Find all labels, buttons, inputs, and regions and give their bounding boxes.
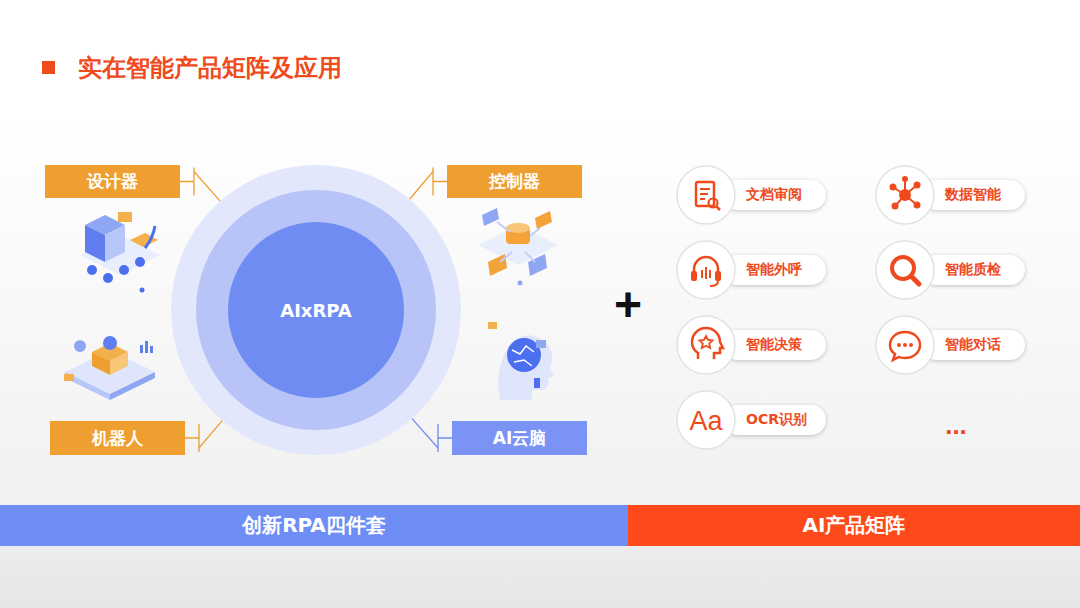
page-title: 实在智能产品矩阵及应用 bbox=[78, 52, 342, 84]
section-band: 创新RPA四件套 bbox=[0, 505, 628, 546]
node-text: AIxRPA bbox=[280, 300, 352, 321]
leader-connector bbox=[412, 419, 452, 452]
designer-illustration bbox=[80, 212, 160, 293]
node-text: 智能对话 bbox=[945, 336, 1001, 354]
product-pill: 智能外呼 bbox=[722, 255, 826, 285]
product-icon bbox=[676, 240, 736, 300]
node-text: 智能质检 bbox=[945, 261, 1001, 279]
plus-sign: + bbox=[614, 281, 642, 329]
node-text: 控制器 bbox=[489, 170, 540, 193]
product-pill: 智能决策 bbox=[722, 330, 826, 360]
robot-illustration bbox=[64, 336, 155, 400]
product-icon bbox=[875, 315, 935, 375]
node-text: AI云脑 bbox=[493, 427, 546, 450]
product-pill: 文档审阅 bbox=[722, 180, 826, 210]
label-box: AI云脑 bbox=[452, 421, 587, 455]
core-circle: AIxRPA bbox=[171, 165, 461, 455]
section-band: AI产品矩阵 bbox=[628, 505, 1080, 546]
node-text: 机器人 bbox=[92, 427, 143, 450]
leader-connector bbox=[410, 168, 447, 200]
node-text: 数据智能 bbox=[945, 186, 1001, 204]
product-pill: OCR识别 bbox=[722, 405, 826, 435]
product-icon bbox=[875, 240, 935, 300]
ellipsis: ... bbox=[945, 412, 967, 438]
product-icon bbox=[676, 315, 736, 375]
controller-illustration bbox=[478, 208, 558, 286]
product-pill: 数据智能 bbox=[921, 180, 1025, 210]
node-text: 智能决策 bbox=[746, 336, 802, 354]
label-box: 设计器 bbox=[45, 165, 180, 198]
ocr-icon-text: Aa bbox=[689, 408, 722, 435]
product-pill: 智能对话 bbox=[921, 330, 1025, 360]
product-icon bbox=[875, 165, 935, 225]
node-text: 设计器 bbox=[87, 170, 138, 193]
ai-brain-illustration bbox=[488, 322, 554, 400]
label-box: 机器人 bbox=[50, 421, 185, 455]
label-box: 控制器 bbox=[447, 165, 582, 198]
node-text: 文档审阅 bbox=[746, 186, 802, 204]
node-text: 创新RPA四件套 bbox=[242, 512, 386, 539]
leader-connector bbox=[180, 168, 220, 202]
product-icon bbox=[676, 165, 736, 225]
node-text: OCR识别 bbox=[746, 411, 807, 429]
node-text: AI产品矩阵 bbox=[803, 512, 906, 539]
product-pill: 智能质检 bbox=[921, 255, 1025, 285]
leader-connector bbox=[185, 421, 222, 452]
node-text: 智能外呼 bbox=[746, 261, 802, 279]
title-marker bbox=[42, 61, 55, 74]
